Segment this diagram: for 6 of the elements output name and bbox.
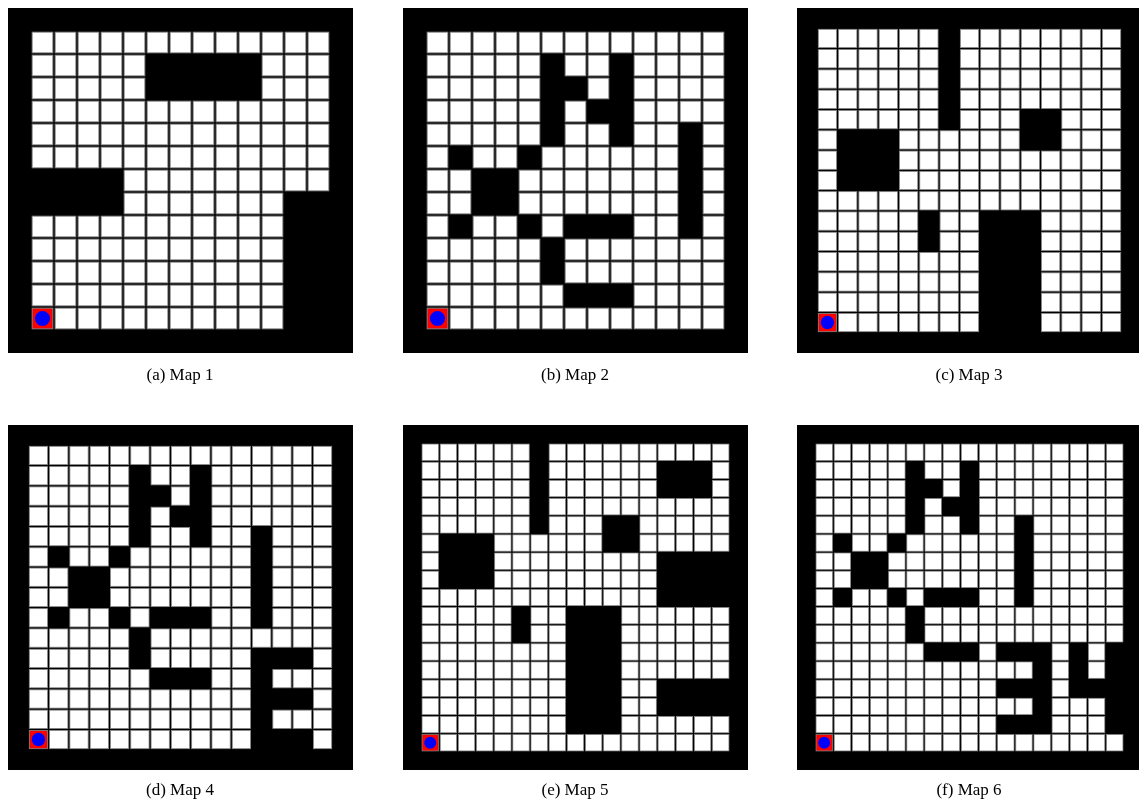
- caption: (c) Map 3: [935, 365, 1003, 385]
- caption: (e) Map 5: [541, 780, 609, 800]
- caption: (d) Map 4: [146, 780, 214, 800]
- caption: (f) Map 6: [936, 780, 1002, 800]
- caption: (b) Map 2: [541, 365, 609, 385]
- caption: (a) Map 1: [146, 365, 214, 385]
